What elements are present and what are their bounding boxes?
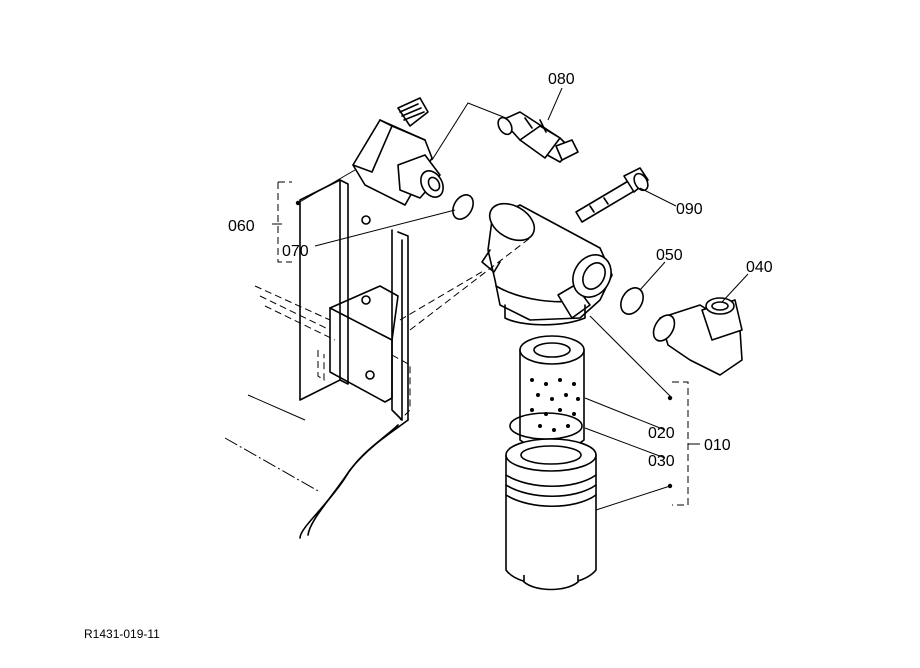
callout-040: 040 [746,259,773,276]
filter-head[interactable] [481,196,619,326]
part-020-filter-element[interactable] [519,335,585,450]
part-060-solenoid-valve[interactable] [352,97,448,206]
callout-010: 010 [704,437,731,454]
callout-020: 020 [648,425,675,442]
filter-bowl[interactable] [505,438,597,591]
leader-lines [272,87,749,511]
drawing-reference-code: R1431-019-11 [84,627,160,641]
callout-060: 060 [228,218,255,235]
callout-050: 050 [656,247,683,264]
part-090-bolt[interactable] [575,167,651,223]
part-070-o-ring[interactable] [449,191,478,223]
mounting-frame [224,179,411,539]
callout-090: 090 [676,201,703,218]
callout-080: 080 [548,71,575,88]
callout-labels: 080 090 050 040 060 070 020 010 030 [228,71,773,470]
part-080-pressure-switch[interactable] [495,111,579,163]
callout-030: 030 [648,453,675,470]
callout-070: 070 [282,243,309,260]
part-040-elbow-fitting[interactable] [649,297,743,376]
part-050-o-ring[interactable] [616,284,647,318]
